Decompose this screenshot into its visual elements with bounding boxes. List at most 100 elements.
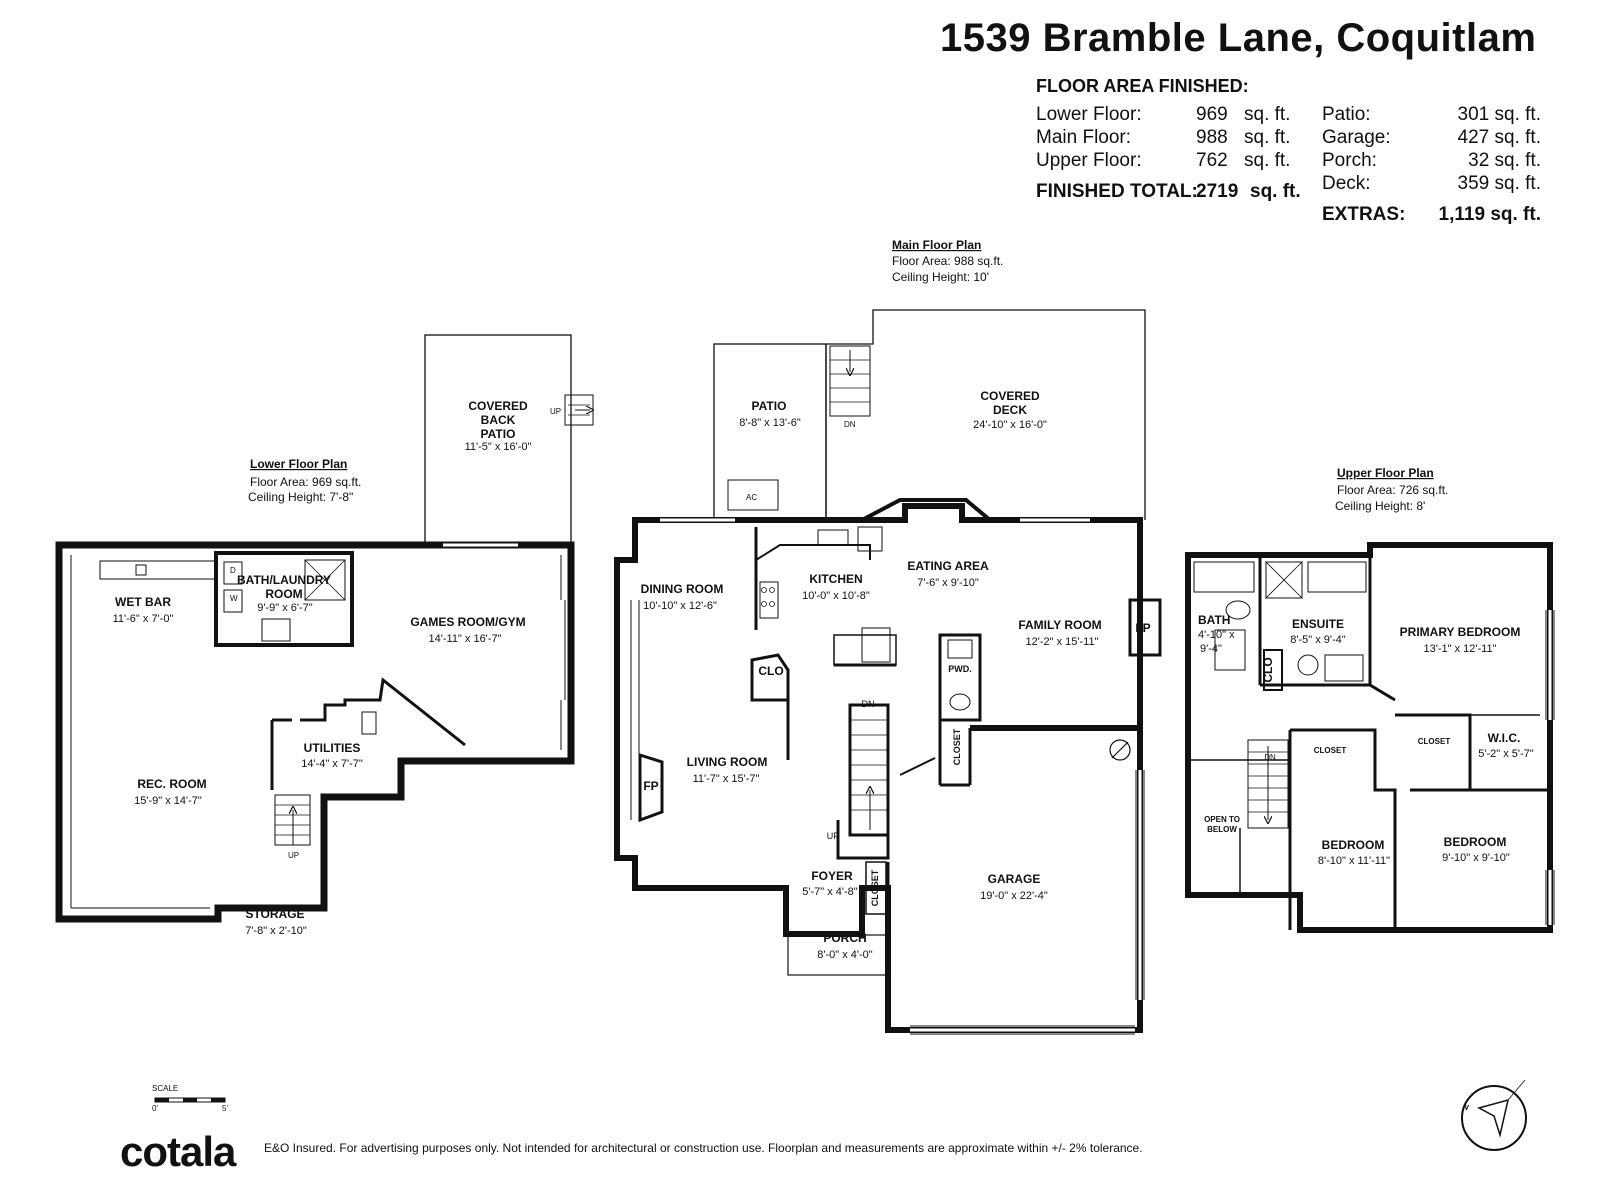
bath-laundry-label-2: ROOM [265, 587, 302, 601]
storage-label: STORAGE [245, 907, 304, 921]
garage-label: GARAGE [988, 872, 1041, 886]
finished-total-label: FINISHED TOTAL: [1036, 181, 1198, 202]
games-room-label: GAMES ROOM/GYM [410, 615, 525, 629]
wic-dim: 5'-2" x 5'-7" [1478, 748, 1534, 760]
main-floor-ceiling: Ceiling Height: 10' [892, 270, 989, 284]
patio-area-label: Patio: [1322, 104, 1371, 125]
primary-bedroom-dim: 13'-1" x 12'-11" [1424, 643, 1497, 655]
living-room-label: LIVING ROOM [687, 755, 768, 769]
covered-deck-dim: 24'-10" x 16'-0" [973, 419, 1047, 431]
lower-floor-area-value: 969 [1196, 104, 1228, 125]
garage-dim: 19'-0" x 22'-4" [980, 890, 1048, 902]
bedroom-closet-label: CLOSET [1314, 746, 1347, 755]
main-patio-dim: 8'-8" x 13'-6" [739, 417, 801, 429]
open-to-below-label: OPEN TO [1204, 815, 1240, 824]
wet-bar-label: WET BAR [115, 595, 171, 609]
lower-floor-area-unit: sq. ft. [1244, 104, 1291, 125]
bedroom-2-dim: 9'-10" x 9'-10" [1442, 852, 1510, 864]
lower-floor-area: Floor Area: 969 sq.ft. [250, 475, 361, 489]
rec-room-dim: 15'-9" x 14'-7" [134, 795, 202, 807]
powder-closet-label: CLOSET [952, 728, 962, 765]
upper-floor-area-unit: sq. ft. [1244, 150, 1291, 171]
lower-floor-exterior-wall [55, 541, 575, 923]
finished-total-unit: sq. ft. [1250, 181, 1301, 202]
rec-room-label: REC. ROOM [137, 777, 206, 791]
foyer-dim: 5'-7" x 4'-8" [802, 886, 858, 898]
upper-floor-heading: Upper Floor Plan [1337, 466, 1434, 480]
main-floor-exterior-wall [614, 503, 1143, 1033]
kitchen-closet-label: CLO [758, 664, 783, 678]
main-floor-area-label: Main Floor: [1036, 127, 1132, 148]
open-to-below-label-2: BELOW [1207, 825, 1237, 834]
garage-area-value: 427 sq. ft. [1457, 127, 1541, 148]
patio-stair-up-label: UP [550, 407, 561, 416]
ensuite-dim: 8'-5" x 9'-4" [1290, 634, 1346, 646]
porch-label: PORCH [823, 931, 866, 945]
lower-floor-heading: Lower Floor Plan [250, 457, 347, 471]
ac-label: AC [746, 493, 757, 502]
main-floor-area-value: 988 [1196, 127, 1228, 148]
lower-stair-up-label: UP [288, 851, 299, 860]
scale-bar: SCALE 0' 5' [152, 1084, 228, 1113]
main-stair-up-label: UP [827, 831, 840, 841]
upper-stair-dn-label: DN [1264, 753, 1276, 762]
eating-area-dim: 7'-6" x 9'-10" [917, 577, 979, 589]
deck-stair-dn-label: DN [844, 420, 856, 429]
bedroom-2-label: BEDROOM [1444, 835, 1507, 849]
kitchen-dim: 10'-0" x 10'-8" [802, 590, 870, 602]
upper-floor-exterior-wall [1185, 542, 1553, 933]
porch-dim: 8'-0" x 4'-0" [817, 949, 873, 961]
washer-label: W [230, 594, 238, 603]
floor-area-heading: FLOOR AREA FINISHED: [1036, 76, 1249, 96]
covered-patio-dim: 11'-5" x 16'-0" [465, 441, 532, 453]
wic-label: W.I.C. [1488, 731, 1521, 745]
powder-room-label: PWD. [948, 664, 972, 674]
garage-area-label: Garage: [1322, 127, 1391, 148]
foyer-closet-label: CLOSET [870, 869, 880, 906]
compass-north-label: N [1461, 1102, 1470, 1113]
upper-bath-dim: 4'-10" x [1198, 629, 1235, 641]
upper-floor-area: Floor Area: 726 sq.ft. [1337, 483, 1448, 497]
living-fireplace-label: FP [643, 779, 658, 793]
utilities-dim: 14'-4" x 7'-7" [301, 758, 363, 770]
family-room-label: FAMILY ROOM [1018, 618, 1101, 632]
games-room-dim: 14'-11" x 16'-7" [429, 633, 502, 645]
main-patio-outline [713, 343, 827, 521]
main-floor-area-unit: sq. ft. [1244, 127, 1291, 148]
scale-label: SCALE [152, 1084, 178, 1093]
porch-area-label: Porch: [1322, 150, 1377, 171]
property-title: 1539 Bramble Lane, Coquitlam [940, 16, 1537, 60]
kitchen-label: KITCHEN [809, 572, 862, 586]
porch-area-value: 32 sq. ft. [1468, 150, 1541, 171]
extras-total-label: EXTRAS: [1322, 204, 1406, 225]
patio-area-value: 301 sq. ft. [1457, 104, 1541, 125]
ensuite-label: ENSUITE [1292, 617, 1344, 631]
lower-floor-area-label: Lower Floor: [1036, 104, 1142, 125]
primary-bedroom-label: PRIMARY BEDROOM [1400, 625, 1521, 639]
family-room-dim: 12'-2" x 15'-11" [1026, 636, 1099, 648]
dining-room-dim: 10'-10" x 12'-6" [643, 600, 717, 612]
upper-floor-plan: Upper Floor Plan Floor Area: 726 sq.ft. … [1185, 466, 1555, 933]
main-patio-label: PATIO [752, 399, 787, 413]
upper-floor-ceiling: Ceiling Height: 8' [1335, 499, 1425, 513]
lower-floor-plan: Lower Floor Plan Floor Area: 969 sq.ft. … [55, 334, 593, 937]
compass-icon: N [1461, 1079, 1527, 1151]
ensuite-closet-label: CLO [1261, 657, 1275, 682]
family-fireplace-label: FP [1135, 621, 1150, 635]
disclaimer-text: E&O Insured. For advertising purposes on… [264, 1141, 1143, 1155]
wet-bar-dim: 11'-6" x 7'-0" [113, 613, 174, 625]
covered-deck-outline [825, 309, 1146, 520]
deck-area-value: 359 sq. ft. [1457, 173, 1541, 194]
living-room-dim: 11'-7" x 15'-7" [693, 773, 760, 785]
upper-bath-dim-2: 9'-4" [1200, 643, 1222, 655]
dryer-label: D [230, 566, 236, 575]
main-floor-area: Floor Area: 988 sq.ft. [892, 254, 1003, 268]
foyer-label: FOYER [811, 869, 853, 883]
main-floor-plan: Main Floor Plan Floor Area: 988 sq.ft. C… [614, 238, 1162, 1035]
extras-total-value: 1,119 sq. ft. [1438, 204, 1541, 225]
primary-closet-label: CLOSET [1418, 737, 1451, 746]
bedroom-1-label: BEDROOM [1322, 838, 1385, 852]
